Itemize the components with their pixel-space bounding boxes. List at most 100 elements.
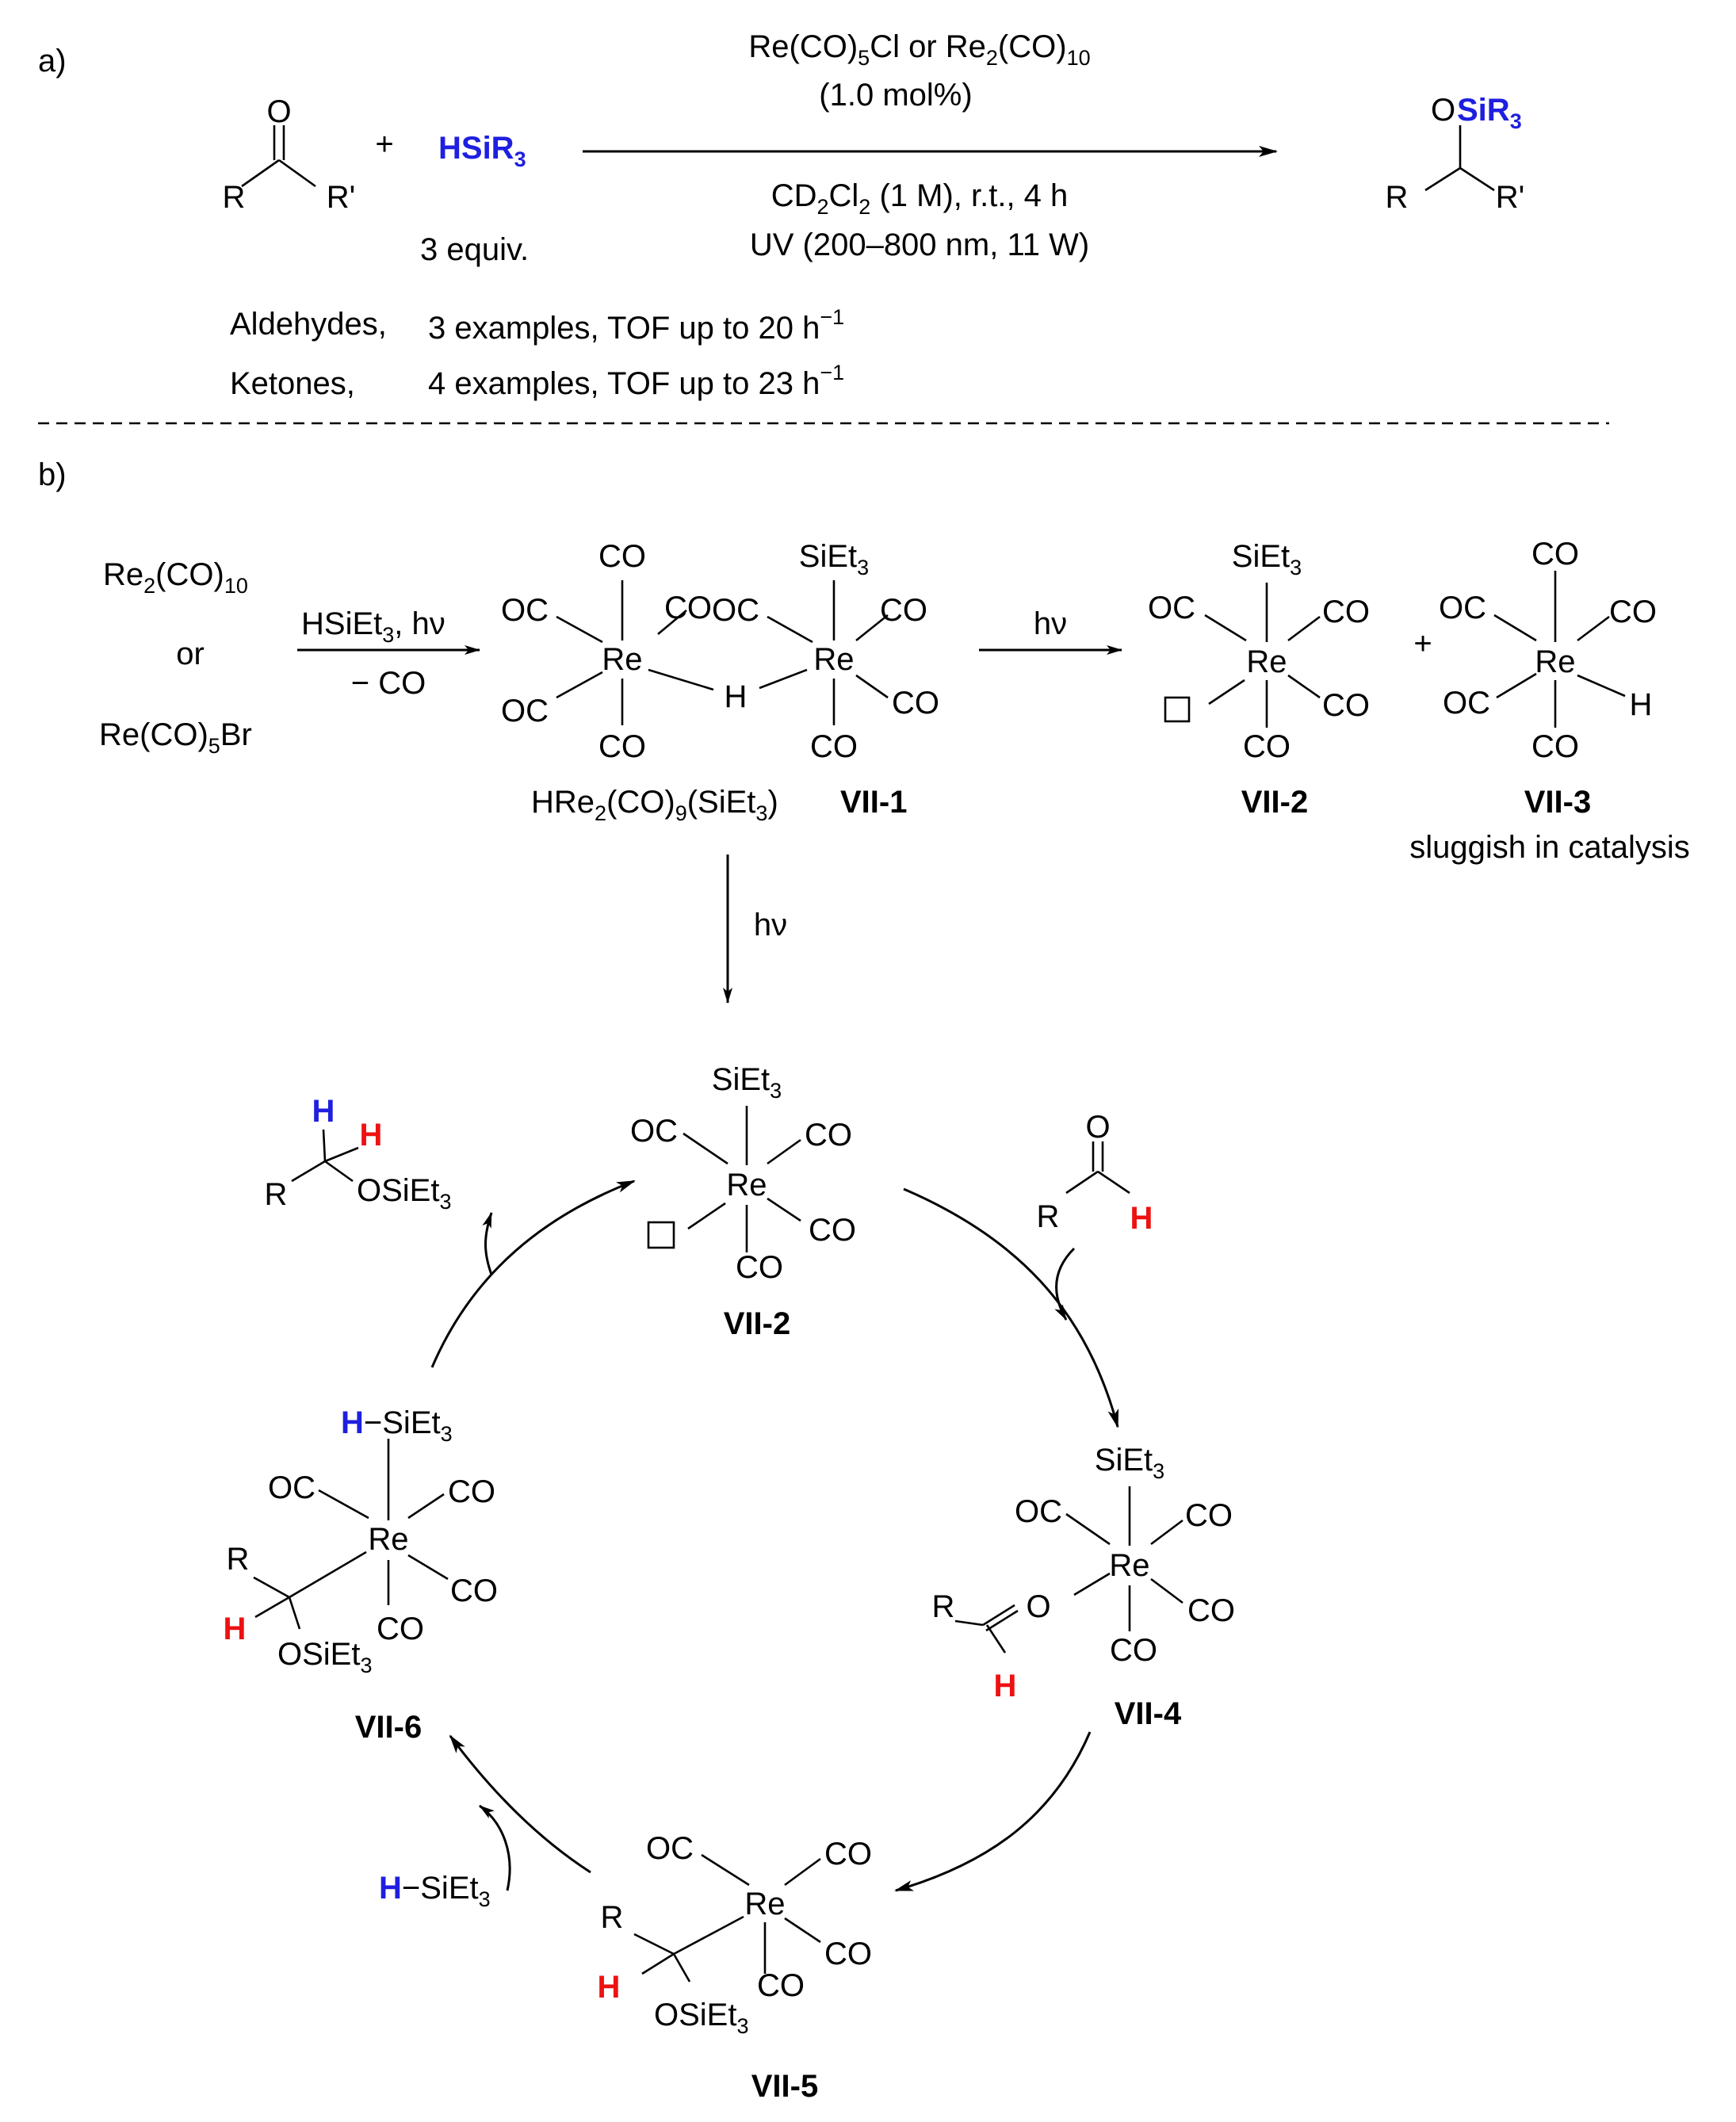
svg-text:SiEt3: SiEt3 [799,539,869,579]
aldehyde-entry-arrow [1054,1247,1076,1321]
silane-entering: H−SiEt3 [379,1871,491,1911]
svg-text:OSiEt3: OSiEt3 [654,1998,749,2038]
svg-text:CO: CO [448,1474,495,1509]
svg-text:CO: CO [1531,729,1579,764]
svg-text:H−SiEt3: H−SiEt3 [341,1405,453,1446]
vii2-label-cycle: VII-2 [724,1306,790,1341]
svg-text:Re: Re [1109,1548,1149,1583]
cycle-arrow-4 [430,1180,636,1368]
svg-text:H: H [312,1094,335,1129]
svg-text:H: H [598,1970,621,2005]
svg-text:SiEt3: SiEt3 [712,1062,782,1103]
svg-text:CO: CO [824,1837,872,1872]
svg-text:CO: CO [757,1968,805,2003]
complex-vii-3: CO OC Re CO OC H CO [1439,537,1657,764]
cycle-arrow-1 [903,1187,1119,1428]
complex-vii-1: CO OC Re CO OC CO H SiEt3 OC Re CO CO CO [501,539,939,764]
silyl-ether-product-cycle: H H R OSiEt3 [265,1094,452,1214]
vii1-label: VII-1 [840,785,907,820]
conditions-solvent: CD2Cl2 (1 M), r.t., 4 h [771,178,1069,219]
svg-text:H: H [224,1612,247,1646]
svg-text:H: H [1630,687,1653,722]
complex-vii-2-top: SiEt3 OC Re CO CO CO [1148,539,1370,764]
svg-text:CO: CO [377,1612,424,1646]
svg-text:OC: OC [268,1470,315,1505]
svg-text:CO: CO [1322,688,1370,723]
start-or: or [176,637,205,671]
svg-text:OC: OC [501,593,549,628]
silane-reagent: HSiR3 [438,131,526,171]
start-recobr: Re(CO)5Br [99,717,252,758]
svg-text:CO: CO [892,686,939,721]
svg-text:R': R' [1496,180,1525,215]
svg-text:CO: CO [598,539,646,574]
step3-hv: hν [754,908,787,942]
svg-text:R: R [1386,180,1409,215]
svg-text:CO: CO [598,729,646,764]
svg-text:CO: CO [1187,1593,1235,1628]
svg-text:CO: CO [880,593,927,628]
svg-text:R: R [223,180,246,215]
svg-text:SiR3: SiR3 [1457,93,1522,133]
silyl-ether-product: O SiR3 R R' [1386,93,1525,215]
svg-text:CO: CO [809,1213,856,1248]
svg-text:Re: Re [726,1168,767,1202]
start-re2co10: Re2(CO)10 [103,557,248,598]
vii3-label: VII-3 [1524,785,1591,820]
plus-sign-b: + [1413,626,1432,661]
silane-entry-arrow [479,1804,511,1891]
svg-text:OC: OC [1148,591,1195,625]
aldehydes-label: Aldehydes, [230,307,387,342]
svg-text:OC: OC [712,593,759,628]
vii6-label: VII-6 [355,1710,422,1745]
complex-vii-4: SiEt3 OC Re CO CO CO O R H [932,1443,1235,1703]
svg-text:R: R [1037,1199,1060,1234]
reagent-equiv: 3 equiv. [420,232,529,267]
svg-text:CO: CO [824,1937,872,1971]
vii5-label: VII-5 [751,2069,818,2104]
panel-b-label: b) [38,457,67,492]
svg-text:O: O [1431,93,1455,128]
svg-text:R: R [601,1900,624,1935]
panel-a-label: a) [38,44,67,78]
complex-vii-2-cycle: SiEt3 OC Re CO CO CO [630,1062,856,1285]
svg-text:CO: CO [1243,729,1291,764]
svg-text:Re: Re [813,642,854,677]
svg-text:Re: Re [368,1522,408,1557]
product-release-arrow [482,1212,493,1275]
complex-vii-6: H−SiEt3 OC Re CO CO CO R H OSiEt3 [224,1405,498,1677]
ketone-substrate: O R R' [223,94,356,215]
svg-text:OC: OC [646,1831,694,1866]
ketones-stats: 4 examples, TOF up to 23 h−1 [428,361,844,401]
svg-text:SiEt3: SiEt3 [1232,539,1302,579]
svg-text:CO: CO [1110,1633,1157,1668]
vii1-formula: HRe2(CO)9(SiEt3) [531,785,778,825]
catalyst-loading: (1.0 mol%) [819,78,972,113]
svg-text:Re: Re [1535,644,1575,679]
svg-text:CO: CO [736,1250,783,1285]
svg-text:CO: CO [1531,537,1579,572]
svg-text:OC: OC [501,694,549,728]
svg-text:H: H [1130,1201,1153,1236]
aldehyde-substrate: O R H [1037,1110,1153,1236]
svg-text:CO: CO [810,729,858,764]
plus-sign: + [375,127,393,162]
svg-text:R': R' [327,180,356,215]
conditions-uv: UV (200–800 nm, 11 W) [750,227,1089,262]
svg-text:OC: OC [630,1114,678,1149]
step1-reagents: HSiEt3, hν [301,606,445,647]
svg-text:OSiEt3: OSiEt3 [357,1173,452,1214]
aldehydes-stats: 3 examples, TOF up to 20 h−1 [428,305,844,346]
catalyst-label: Re(CO)5Cl or Re2(CO)10 [748,29,1090,70]
svg-text:CO: CO [1322,595,1370,629]
svg-text:O: O [266,94,291,129]
svg-text:OC: OC [1015,1494,1062,1529]
svg-text:R: R [265,1177,288,1212]
svg-text:CO: CO [450,1573,498,1608]
svg-text:OC: OC [1443,686,1490,721]
svg-text:CO: CO [1185,1498,1233,1533]
complex-vii-5: OC Re CO CO CO R H OSiEt3 [598,1831,872,2038]
svg-text:O: O [1026,1589,1050,1624]
svg-text:CO: CO [1609,595,1657,629]
